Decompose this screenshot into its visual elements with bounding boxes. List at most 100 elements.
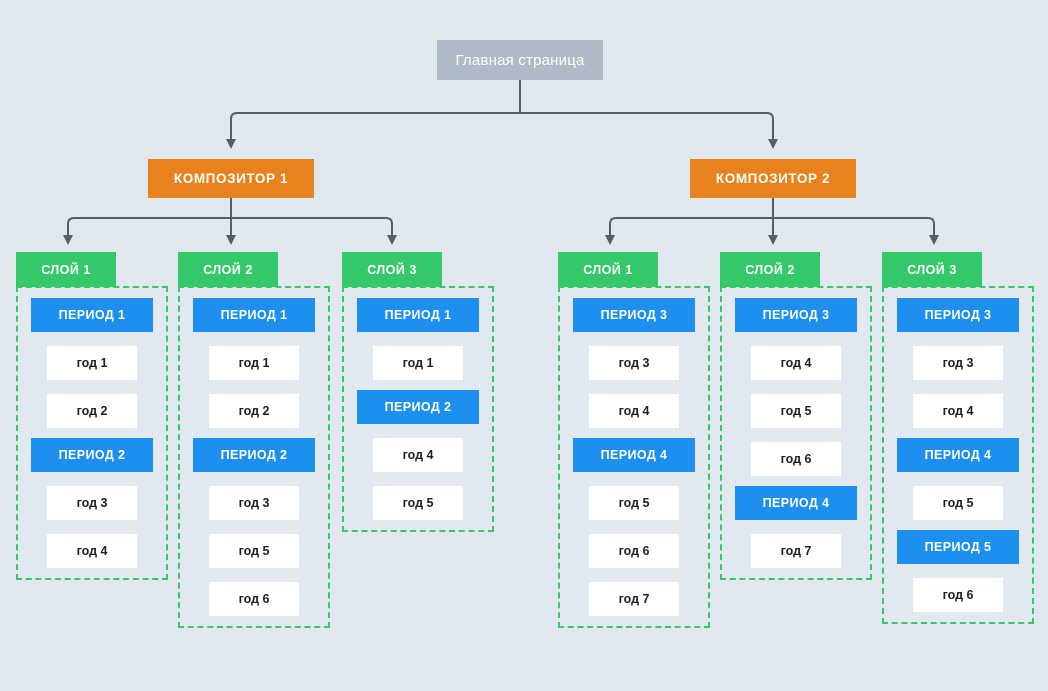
year-box-label: год 4 — [942, 404, 974, 418]
period-box[interactable]: ПЕРИОД 3 — [897, 298, 1019, 332]
composer-node-2[interactable]: КОМПОЗИТОР 2 — [690, 159, 856, 198]
root-node[interactable]: Главная страница — [437, 40, 603, 80]
year-box[interactable]: год 3 — [47, 486, 137, 520]
layer-header[interactable]: СЛОЙ 3 — [342, 252, 442, 287]
period-box-label: ПЕРИОД 4 — [600, 448, 668, 462]
year-box[interactable]: год 5 — [913, 486, 1003, 520]
period-box-label: ПЕРИОД 2 — [220, 448, 288, 462]
period-box-label: ПЕРИОД 5 — [924, 540, 992, 554]
layer-header[interactable]: СЛОЙ 2 — [720, 252, 820, 287]
year-box[interactable]: год 3 — [209, 486, 299, 520]
year-box-label: год 3 — [238, 496, 270, 510]
layer-header-label: СЛОЙ 1 — [583, 262, 633, 277]
period-box-label: ПЕРИОД 2 — [384, 400, 452, 414]
layer-body: ПЕРИОД 3 год 4 год 5 год 6 ПЕРИОД 4 год 7 — [720, 286, 872, 580]
layer-header[interactable]: СЛОЙ 1 — [558, 252, 658, 287]
year-box[interactable]: год 7 — [589, 582, 679, 616]
year-box-label: год 2 — [76, 404, 108, 418]
year-box[interactable]: год 7 — [751, 534, 841, 568]
year-box-label: год 6 — [780, 452, 812, 466]
period-box[interactable]: ПЕРИОД 4 — [573, 438, 695, 472]
year-box[interactable]: год 5 — [589, 486, 679, 520]
year-box[interactable]: год 1 — [47, 346, 137, 380]
year-box-label: год 2 — [238, 404, 270, 418]
year-box-label: год 7 — [780, 544, 812, 558]
period-box-label: ПЕРИОД 1 — [220, 308, 288, 322]
layer-body: ПЕРИОД 3 год 3 год 4 ПЕРИОД 4 год 5 ПЕРИОД 5 г… — [882, 286, 1034, 624]
layer-column: СЛОЙ 1 ПЕРИОД 3 год 3 год 4 ПЕРИОД 4 год 5 год… — [558, 252, 710, 628]
year-box[interactable]: год 4 — [913, 394, 1003, 428]
year-box[interactable]: год 1 — [373, 346, 463, 380]
period-group: ПЕРИОД 1 год 1 год 2 — [193, 298, 315, 428]
layer-header-label: СЛОЙ 1 — [41, 262, 91, 277]
year-box-label: год 5 — [780, 404, 812, 418]
period-box-label: ПЕРИОД 1 — [384, 308, 452, 322]
period-box[interactable]: ПЕРИОД 1 — [31, 298, 153, 332]
period-box-label: ПЕРИОД 1 — [58, 308, 126, 322]
period-box[interactable]: ПЕРИОД 3 — [735, 298, 857, 332]
period-group: ПЕРИОД 1 год 1 — [357, 298, 479, 380]
period-box[interactable]: ПЕРИОД 1 — [357, 298, 479, 332]
layer-column: СЛОЙ 3 ПЕРИОД 1 год 1 ПЕРИОД 2 год 4 год 5 — [342, 252, 494, 532]
year-box-label: год 5 — [942, 496, 974, 510]
layer-header[interactable]: СЛОЙ 1 — [16, 252, 116, 287]
year-box[interactable]: год 6 — [751, 442, 841, 476]
period-box[interactable]: ПЕРИОД 5 — [897, 530, 1019, 564]
period-box[interactable]: ПЕРИОД 3 — [573, 298, 695, 332]
year-box[interactable]: год 3 — [913, 346, 1003, 380]
year-box[interactable]: год 3 — [589, 346, 679, 380]
layer-header-label: СЛОЙ 3 — [907, 262, 957, 277]
year-box-label: год 4 — [76, 544, 108, 558]
layer-column: СЛОЙ 2 ПЕРИОД 3 год 4 год 5 год 6 ПЕРИОД 4 год… — [720, 252, 872, 580]
period-group: ПЕРИОД 1 год 1 год 2 — [31, 298, 153, 428]
year-box-label: год 6 — [238, 592, 270, 606]
year-box[interactable]: год 5 — [373, 486, 463, 520]
year-box-label: год 6 — [618, 544, 650, 558]
composer-node-1[interactable]: КОМПОЗИТОР 1 — [148, 159, 314, 198]
period-box-label: ПЕРИОД 3 — [762, 308, 830, 322]
layer-header-label: СЛОЙ 2 — [203, 262, 253, 277]
year-box-label: год 3 — [618, 356, 650, 370]
year-box[interactable]: год 6 — [913, 578, 1003, 612]
year-box-label: год 1 — [238, 356, 270, 370]
year-box[interactable]: год 2 — [209, 394, 299, 428]
year-box[interactable]: год 1 — [209, 346, 299, 380]
period-group: ПЕРИОД 2 год 3 год 4 — [31, 428, 153, 568]
year-box[interactable]: год 2 — [47, 394, 137, 428]
period-box[interactable]: ПЕРИОД 4 — [735, 486, 857, 520]
period-box-label: ПЕРИОД 3 — [600, 308, 668, 322]
year-box[interactable]: год 4 — [589, 394, 679, 428]
year-box-label: год 5 — [238, 544, 270, 558]
root-node-label: Главная страница — [455, 51, 585, 69]
period-box[interactable]: ПЕРИОД 4 — [897, 438, 1019, 472]
period-box[interactable]: ПЕРИОД 2 — [357, 390, 479, 424]
year-box-label: год 1 — [402, 356, 434, 370]
year-box[interactable]: год 4 — [373, 438, 463, 472]
layer-header[interactable]: СЛОЙ 2 — [178, 252, 278, 287]
layer-header[interactable]: СЛОЙ 3 — [882, 252, 982, 287]
year-box[interactable]: год 4 — [47, 534, 137, 568]
year-box-label: год 5 — [618, 496, 650, 510]
year-box[interactable]: год 6 — [209, 582, 299, 616]
period-box[interactable]: ПЕРИОД 1 — [193, 298, 315, 332]
layer-body: ПЕРИОД 1 год 1 год 2 ПЕРИОД 2 год 3 год 5 год … — [178, 286, 330, 628]
period-box-label: ПЕРИОД 3 — [924, 308, 992, 322]
period-group: ПЕРИОД 5 год 6 — [897, 520, 1019, 612]
period-box[interactable]: ПЕРИОД 2 — [31, 438, 153, 472]
year-box[interactable]: год 4 — [751, 346, 841, 380]
period-box[interactable]: ПЕРИОД 2 — [193, 438, 315, 472]
layer-body: ПЕРИОД 1 год 1 ПЕРИОД 2 год 4 год 5 — [342, 286, 494, 532]
period-group: ПЕРИОД 2 год 4 год 5 — [357, 380, 479, 520]
composer-node-1-label: КОМПОЗИТОР 1 — [173, 171, 289, 186]
period-group: ПЕРИОД 3 год 3 год 4 — [897, 298, 1019, 428]
layer-header-label: СЛОЙ 3 — [367, 262, 417, 277]
period-group: ПЕРИОД 4 год 5 — [897, 428, 1019, 520]
year-box[interactable]: год 5 — [751, 394, 841, 428]
year-box[interactable]: год 6 — [589, 534, 679, 568]
period-box-label: ПЕРИОД 4 — [762, 496, 830, 510]
year-box[interactable]: год 5 — [209, 534, 299, 568]
period-box-label: ПЕРИОД 2 — [58, 448, 126, 462]
year-box-label: год 7 — [618, 592, 650, 606]
